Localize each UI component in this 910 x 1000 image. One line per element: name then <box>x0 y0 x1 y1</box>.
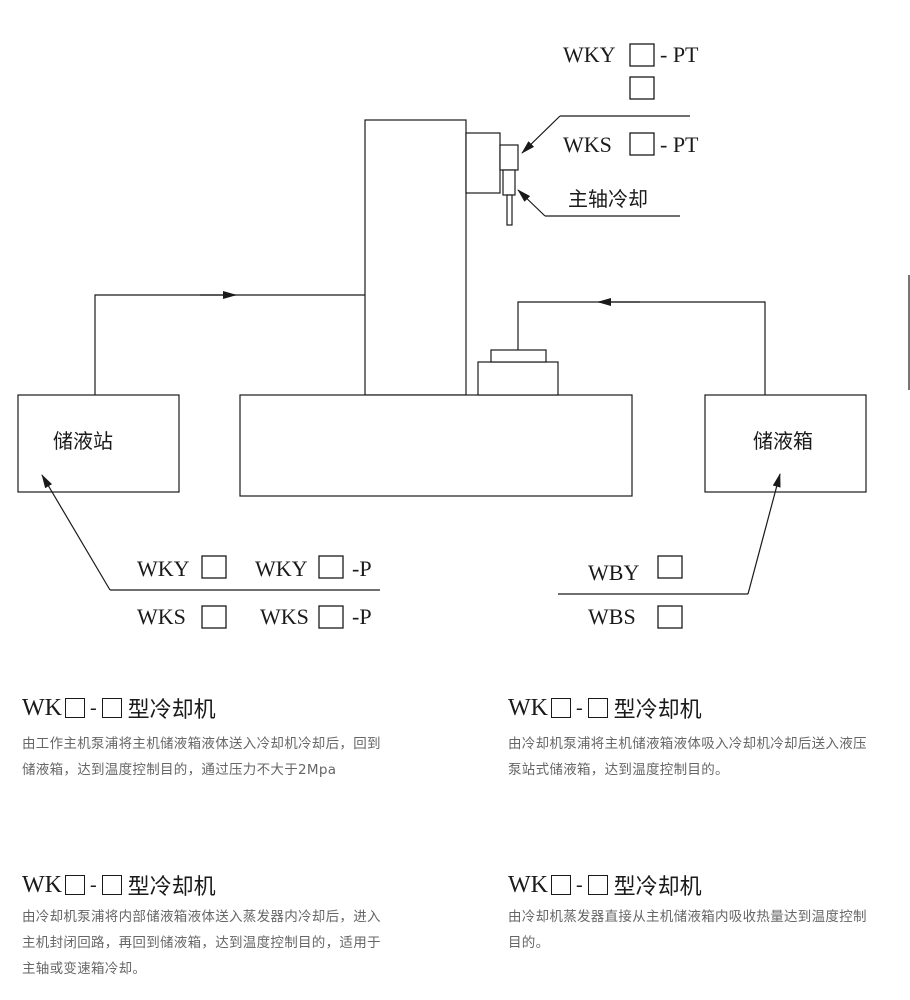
spindle-tool <box>506 194 513 226</box>
spindle-motor <box>499 144 519 171</box>
model-title: WK - 型冷却机 <box>22 693 392 724</box>
machine-column <box>364 119 467 396</box>
model-code-box <box>657 555 683 579</box>
label-wks: WKS <box>137 604 186 629</box>
model-prefix: WK <box>508 871 548 898</box>
model-description: 由冷却机蒸发器直接从主机储液箱内吸收热量达到温度控制目的。 <box>508 909 867 951</box>
label-reservoir-station: 储液站 <box>53 429 113 453</box>
model-code-box <box>629 76 655 100</box>
label-wky: WKY <box>137 556 190 581</box>
model-dash: - <box>89 873 97 896</box>
model-card: WK - 型冷却机 由工作主机泵浦将主机储液箱液体送入冷却机冷却后，回到储液箱，… <box>22 693 392 783</box>
model-card: WK - 型冷却机 由冷却机泵浦将内部储液箱液体送入蒸发器内冷却后，进入主机封闭… <box>22 870 392 982</box>
label-spindle-cooling: 主轴冷却 <box>568 187 648 211</box>
flow-line-station-to-machine <box>94 294 365 395</box>
model-code-box <box>629 132 655 156</box>
reservoir-station-box <box>17 394 180 493</box>
cooling-system-diagram: WKY - PT WKS - PT 主轴冷却 储液站 储液箱 WKY WKY -… <box>17 42 910 629</box>
model-code-box <box>201 555 227 579</box>
model-code-box <box>201 605 227 629</box>
model-card: WK - 型冷却机 由冷却机泵浦将主机储液箱液体吸入冷却机冷却后送入液压泵站式储… <box>508 693 868 783</box>
model-card: WK - 型冷却机 由冷却机蒸发器直接从主机储液箱内吸收热量达到温度控制目的。 <box>508 870 868 956</box>
leader-line <box>521 115 561 154</box>
model-suffix: 型冷却机 <box>613 875 702 900</box>
model-description: 由冷却机泵浦将主机储液箱液体吸入冷却机冷却后送入液压泵站式储液箱，达到温度控制目… <box>508 736 867 778</box>
label-wbs: WBS <box>588 604 636 629</box>
model-code-box <box>629 43 655 67</box>
flow-line-tank-to-table <box>517 301 766 395</box>
model-dash: - <box>575 873 583 896</box>
model-code-box <box>318 555 344 579</box>
leader-line <box>747 473 781 595</box>
label-wks: WKS <box>260 604 309 629</box>
model-prefix: WK <box>22 694 62 721</box>
model-prefix: WK <box>22 871 62 898</box>
spindle-head <box>465 132 501 194</box>
label-reservoir-tank: 储液箱 <box>753 429 813 453</box>
spindle-body <box>502 169 516 196</box>
label-wby: WBY <box>588 560 639 585</box>
label-wky: WKY <box>255 556 308 581</box>
leader-line <box>41 474 111 591</box>
label-wks-pt: WKS <box>563 132 612 157</box>
reservoir-tank-box <box>704 394 867 493</box>
model-code-box <box>550 875 571 895</box>
label-pt-suffix: - PT <box>660 42 699 67</box>
model-code-box <box>101 875 122 895</box>
model-prefix: WK <box>508 694 548 721</box>
model-dash: - <box>89 696 97 719</box>
workpiece <box>490 349 547 363</box>
model-code-box <box>550 698 571 718</box>
leader-line <box>517 189 546 217</box>
model-title: WK - 型冷却机 <box>508 870 868 901</box>
model-description: 由工作主机泵浦将主机储液箱液体送入冷却机冷却后，回到储液箱，达到温度控制目的，通… <box>22 736 381 778</box>
model-suffix: 型冷却机 <box>127 698 216 723</box>
model-code-box <box>64 698 85 718</box>
worktable <box>477 361 559 396</box>
model-description: 由冷却机泵浦将内部储液箱液体送入蒸发器内冷却后，进入主机封闭回路，再回到储液箱，… <box>22 909 381 977</box>
model-code-box <box>657 605 683 629</box>
label-pt-suffix: - PT <box>660 132 699 157</box>
model-suffix: 型冷却机 <box>613 698 702 723</box>
label-wky-pt: WKY <box>563 42 616 67</box>
model-code-box <box>101 698 122 718</box>
model-code-box <box>587 875 608 895</box>
model-dash: - <box>575 696 583 719</box>
machine-base <box>239 394 633 497</box>
label-p-suffix: -P <box>352 604 372 629</box>
model-title: WK - 型冷却机 <box>508 693 868 724</box>
model-code-box <box>318 605 344 629</box>
model-title: WK - 型冷却机 <box>22 870 392 901</box>
model-suffix: 型冷却机 <box>127 875 216 900</box>
model-code-box <box>64 875 85 895</box>
model-code-box <box>587 698 608 718</box>
label-p-suffix: -P <box>352 556 372 581</box>
